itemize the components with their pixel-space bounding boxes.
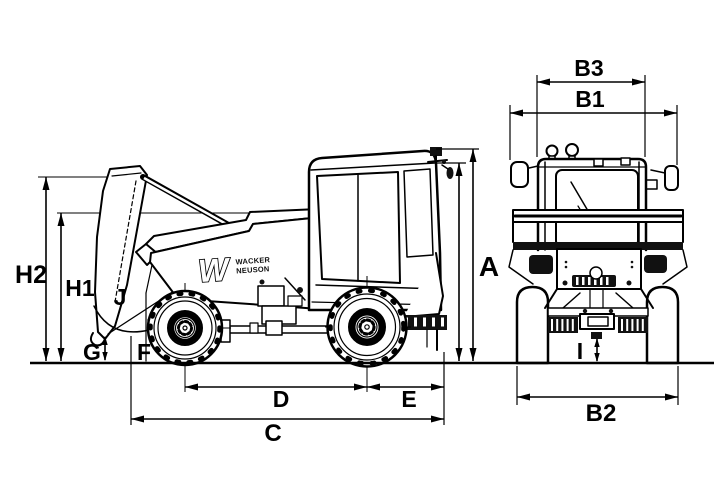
dim-b2: B2 (516, 366, 679, 427)
cab-window (316, 171, 401, 284)
rear-hood (401, 252, 447, 351)
dim-label-b2: B2 (586, 400, 617, 427)
dim-h2: H2 (15, 177, 50, 361)
dim-label-f: F (137, 339, 151, 365)
rear-wheels (515, 285, 680, 365)
mirror (446, 167, 454, 179)
skip-travel-position: W WACKER NEUSON (135, 208, 337, 311)
right-mirror (664, 165, 679, 191)
hitch-pin (591, 332, 602, 339)
rear-view-left-tire (515, 285, 550, 365)
side-view: W WACKER NEUSON (89, 147, 454, 392)
tail-light-left (529, 255, 553, 274)
rear-wheel (325, 276, 411, 392)
brand-logo: W WACKER NEUSON (196, 250, 271, 290)
dim-label-b3: B3 (574, 55, 603, 81)
dim-d: D (185, 383, 367, 412)
cab-rear-window (403, 168, 434, 258)
rear-axle-assembly (544, 248, 654, 339)
dim-h1: H1 (57, 213, 95, 361)
rear-view-right-tire (645, 285, 680, 365)
dim-c: C (131, 352, 445, 447)
rear-mirrors (510, 161, 679, 191)
cab-roof-line (310, 162, 436, 171)
tail-light-right (644, 255, 667, 273)
rear-cab (536, 143, 648, 252)
dim-label-j: J (114, 284, 127, 310)
brand-name-line2: NEUSON (236, 264, 270, 275)
dim-label-g: G (83, 339, 101, 365)
beacon-light (430, 147, 442, 156)
dim-label-d: D (273, 386, 290, 412)
dim-e: E (367, 383, 444, 412)
left-mirror (510, 161, 529, 188)
beacon-left (545, 144, 559, 158)
dim-f: F (130, 336, 151, 425)
dim-label-c: C (264, 420, 281, 447)
cab (307, 147, 454, 312)
dim-a: A (436, 148, 499, 361)
dim-label-i: I (577, 338, 583, 364)
front-wheel (146, 283, 231, 392)
rear-view (508, 143, 688, 365)
dim-label-h1: H1 (65, 275, 95, 301)
rear-skip (512, 209, 684, 250)
dim-b1: B1 (509, 86, 678, 165)
dim-label-b1: B1 (575, 86, 605, 112)
dim-i: I (577, 338, 600, 364)
brand-logo-w: W (197, 251, 232, 289)
dim-label-e: E (401, 386, 416, 412)
dim-label-h2: H2 (15, 261, 47, 289)
beacon-right (565, 143, 579, 157)
dimension-annotations: H2 H1 J G F (15, 55, 679, 447)
rear-fenders-lights (508, 249, 688, 285)
dim-b3: B3 (536, 55, 646, 157)
dim-g: G (83, 336, 108, 365)
brand-name-line1: WACKER (235, 255, 270, 266)
dim-label-a: A (479, 251, 499, 282)
